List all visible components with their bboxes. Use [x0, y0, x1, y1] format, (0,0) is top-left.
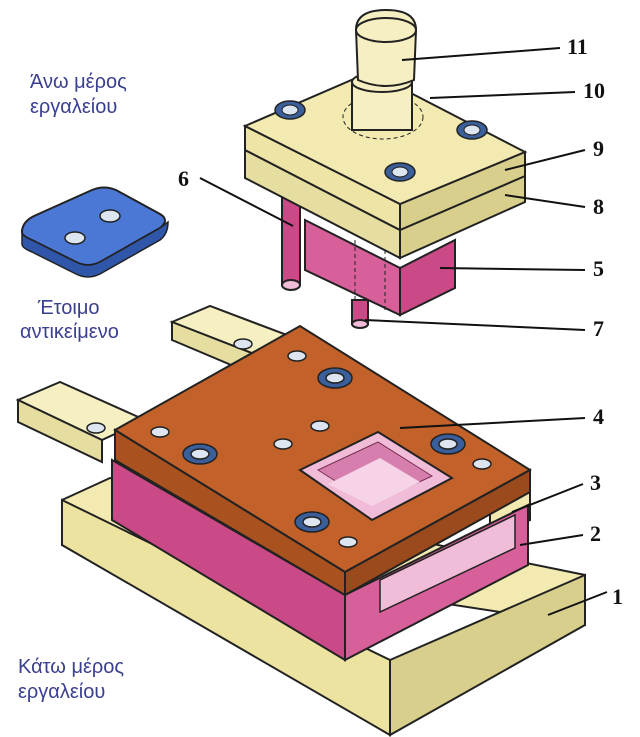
- lower-tool-caption-line2: εργαλείου: [18, 681, 106, 703]
- finished-part: [20, 186, 169, 278]
- finished-part-caption-line2: αντικείμενο: [20, 321, 119, 343]
- guide-pin-6: [281, 189, 301, 291]
- finished-part-caption-line1: Έτοιμο: [38, 297, 100, 319]
- punch-5: [304, 218, 456, 317]
- part-number-4: 4: [593, 404, 604, 429]
- part-number-3: 3: [590, 470, 601, 495]
- upper-tool-caption-line2: εργαλείου: [30, 96, 118, 118]
- part-number-7: 7: [593, 316, 604, 341]
- part-number-2: 2: [590, 521, 601, 546]
- shank-11: [351, 8, 418, 131]
- stripper-plate-4: [113, 324, 532, 597]
- part-number-11: 11: [567, 34, 588, 59]
- upper-tool-caption-line1: Άνω μέρος: [30, 71, 127, 93]
- part-number-8: 8: [593, 194, 604, 219]
- lower-tool-caption-line1: Κάτω μέρος: [18, 656, 125, 678]
- part-number-9: 9: [593, 136, 604, 161]
- part-number-10: 10: [583, 78, 605, 103]
- leader-lines: [199, 47, 608, 616]
- part-number-5: 5: [593, 256, 604, 281]
- part-number-6: 6: [178, 166, 189, 191]
- part-number-1: 1: [612, 584, 623, 609]
- screw-heads-lower: [86, 338, 492, 548]
- pilot-7: [351, 299, 369, 329]
